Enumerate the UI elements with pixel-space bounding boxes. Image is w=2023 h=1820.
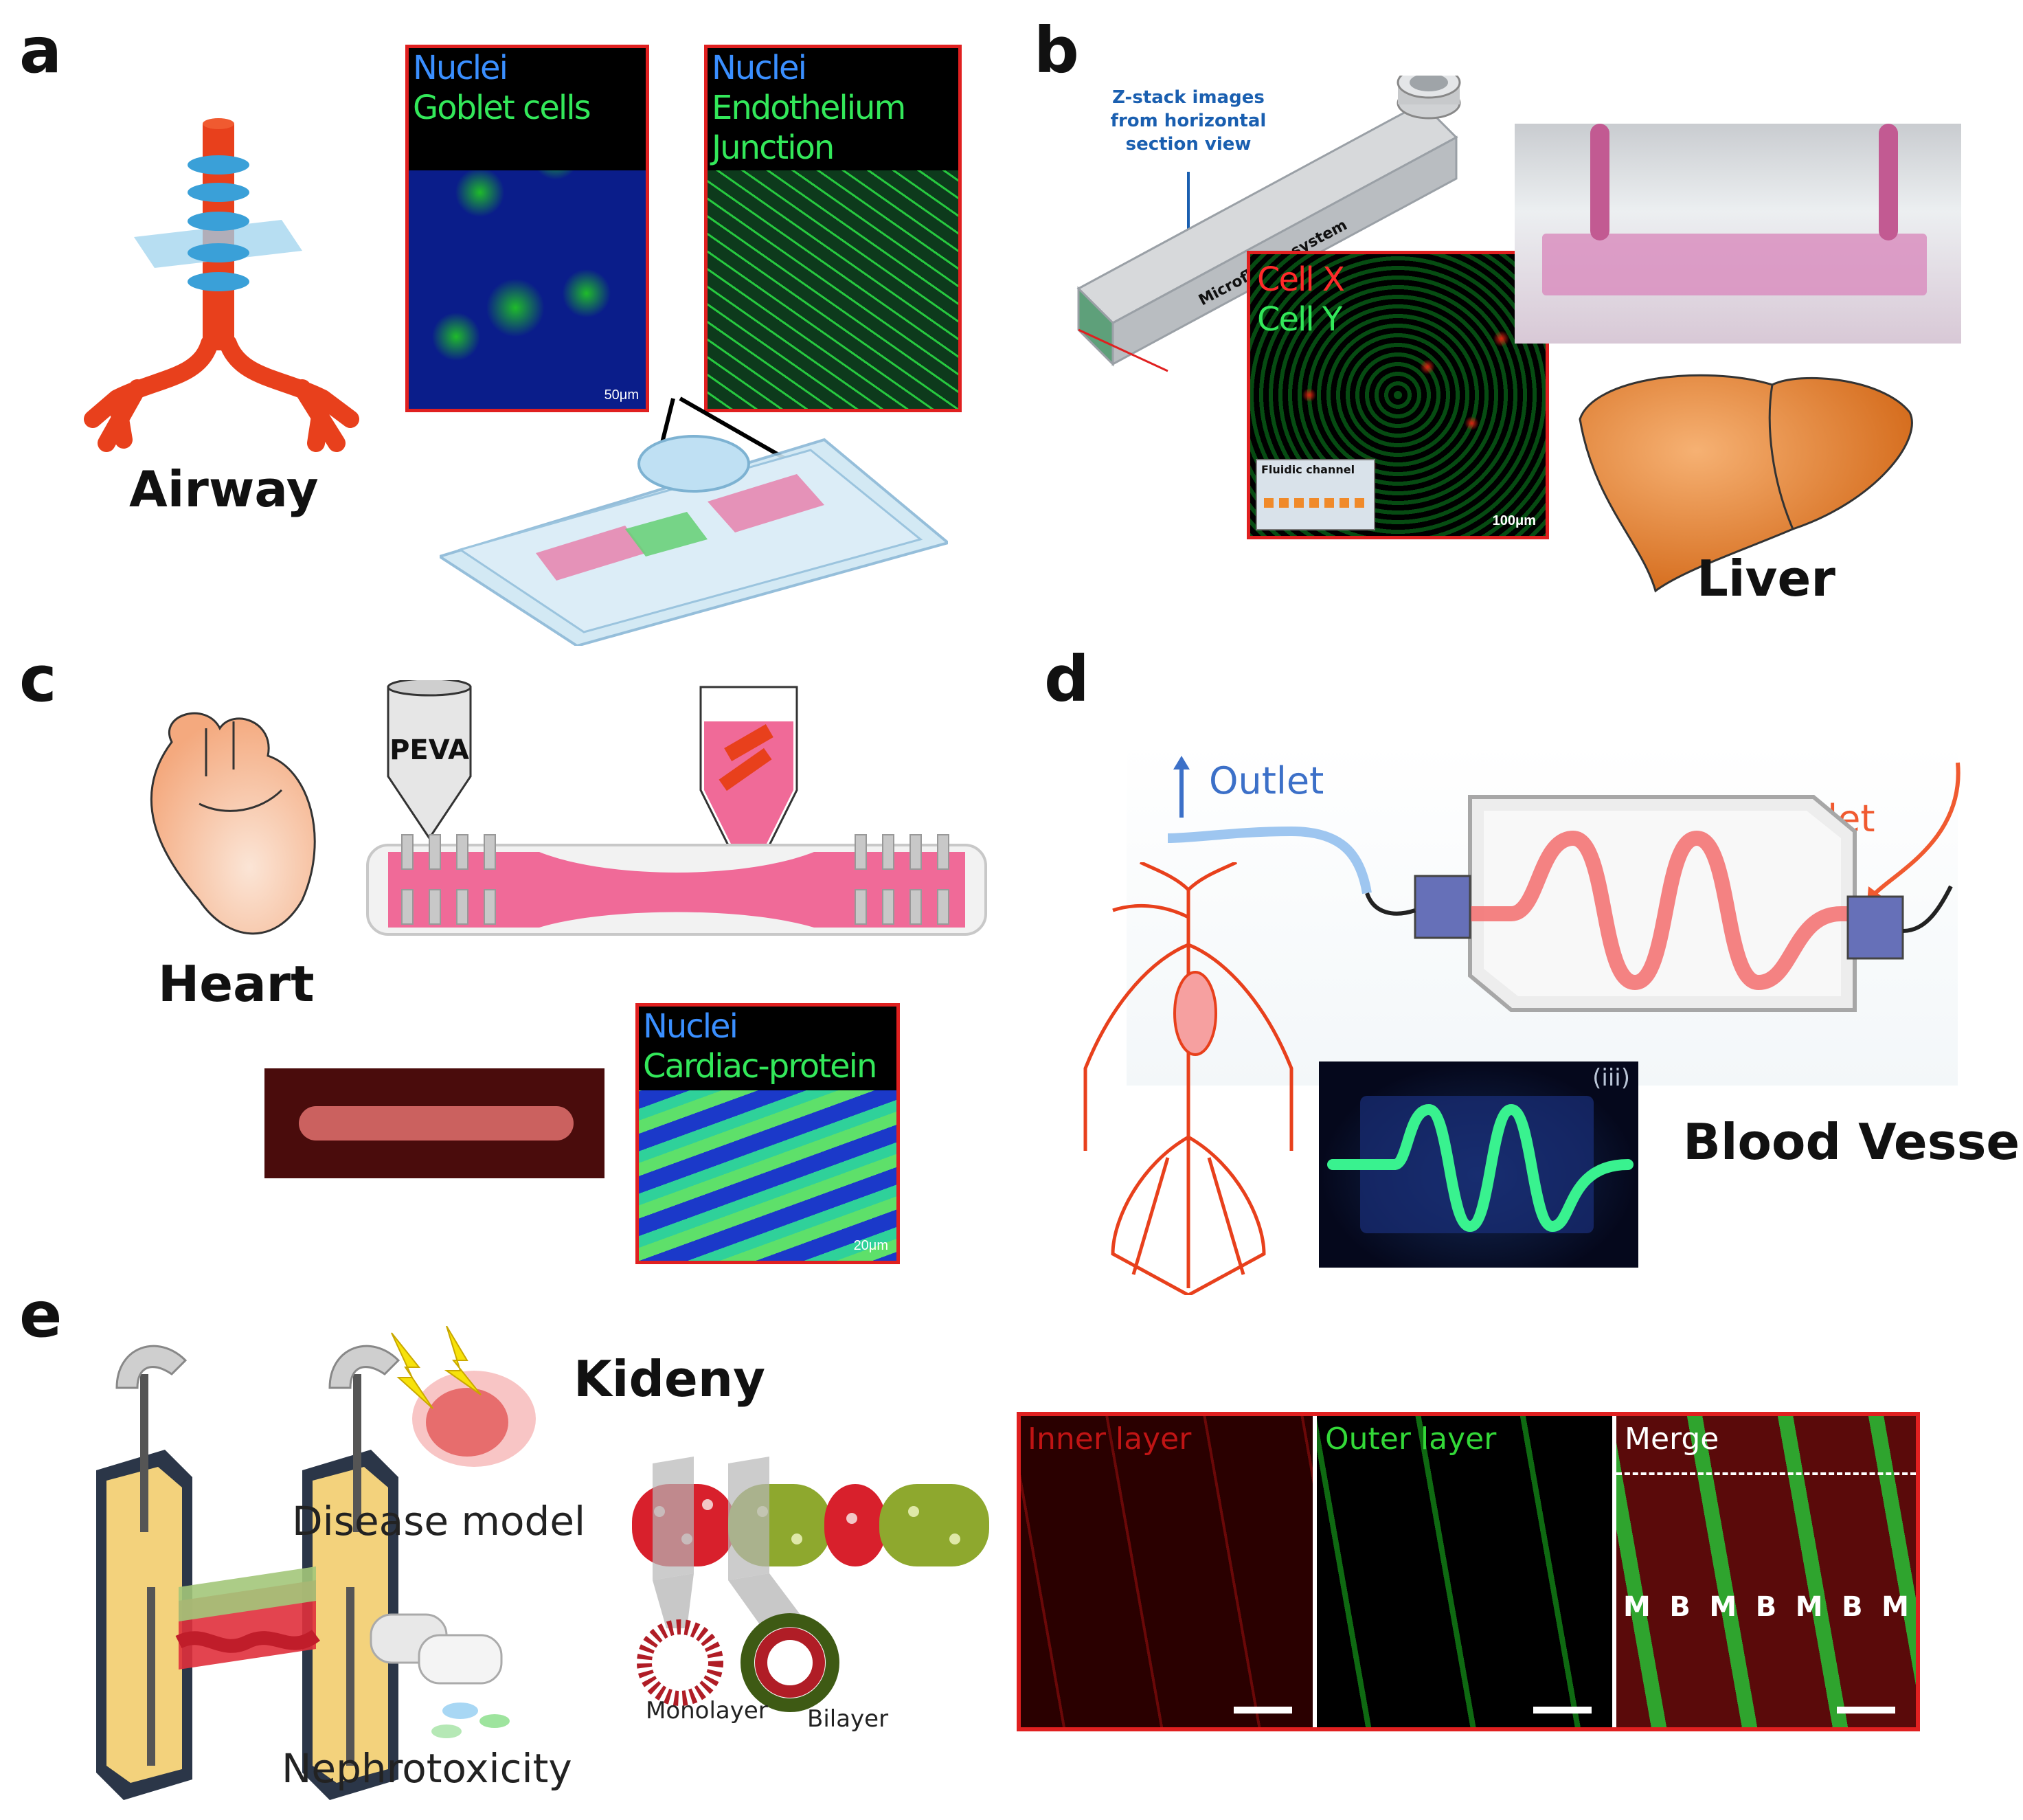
mb-label: M [1881, 1591, 1909, 1623]
mb-label: M [1709, 1591, 1737, 1623]
micrograph-goblet: Nuclei Goblet cells 50μm [405, 45, 649, 412]
heart-chip-drawing: PEVA [366, 680, 987, 936]
label-disease-model: Disease model [292, 1498, 586, 1544]
organ-label-blood-vessel: Blood Vessel [1683, 1113, 2023, 1171]
label-nephrotoxicity: Nephrotoxicity [282, 1745, 572, 1792]
outlet-label: Outlet [1209, 759, 1324, 802]
scale-bar-b: 100μm [1492, 513, 1536, 528]
airway-chip-device [440, 396, 948, 646]
micrograph-merge: Merge M B M B M B M [1616, 1416, 1916, 1727]
micro-c-line1: Nuclei [643, 1007, 738, 1046]
liver-illustration [1579, 374, 1913, 593]
mb-label: M [1623, 1591, 1651, 1623]
micrograph-inner-layer: Inner layer [1021, 1416, 1313, 1727]
panel-letter-a: a [19, 14, 63, 87]
panel-letter-b: b [1034, 14, 1079, 87]
panel-letter-e: e [19, 1278, 63, 1351]
vessel-chip-drawing [1167, 756, 1960, 1012]
liver-chip-photo [1515, 124, 1961, 344]
micro-a1-line1: Nuclei [413, 49, 508, 87]
panel-letter-d: d [1044, 642, 1089, 716]
micro-c-line2: Cardiac-protein [643, 1047, 877, 1086]
inset-fluidic-channel: Fluidic channel [1256, 459, 1375, 530]
panel-letter-c: c [19, 642, 57, 716]
micro-a2-line3: Junction [712, 128, 835, 167]
syringe-label-peva: PEVA [389, 734, 469, 766]
scale-bar-a1: 50μm [604, 387, 639, 403]
dashed-line [1616, 1472, 1916, 1475]
label-inner-layer: Inner layer [1028, 1422, 1192, 1457]
organ-label-kidney: Kideny [574, 1350, 766, 1408]
label-bilayer: Bilayer [807, 1705, 889, 1733]
micro-b-line2: Cell Y [1257, 300, 1342, 339]
heart-illustration [150, 712, 316, 935]
micrograph-outer-layer: Outer layer [1317, 1416, 1612, 1727]
organ-label-liver: Liver [1697, 550, 1835, 607]
vessel-chip-photo: (iii) [1319, 1061, 1638, 1268]
mb-labels: M B M B M B M [1616, 1591, 1916, 1623]
organ-label-airway: Airway [129, 460, 319, 518]
micrograph-cardiac: Nuclei Cardiac-protein 20μm [635, 1003, 900, 1264]
kidney-chip-drawing [96, 1326, 536, 1800]
mb-label: B [1755, 1591, 1777, 1623]
scale-bar-merge [1837, 1707, 1895, 1714]
label-outer-layer: Outer layer [1325, 1422, 1497, 1457]
label-merge: Merge [1625, 1422, 1719, 1457]
tubule-illustration [632, 1457, 989, 1712]
photo-tag-iii: (iii) [1592, 1064, 1630, 1092]
micro-a2-line1: Nuclei [712, 49, 807, 87]
layer-micrograph-strip: Inner layer Outer layer Merge M B M B M … [1017, 1412, 1920, 1731]
organ-label-heart: Heart [158, 955, 315, 1013]
airway-illustration [84, 118, 359, 452]
micro-a1-line2: Goblet cells [413, 89, 591, 127]
zstack-caption: Z-stack images from horizontal section v… [1110, 87, 1267, 155]
mb-label: M [1795, 1591, 1823, 1623]
scale-bar-inner [1234, 1707, 1292, 1714]
mb-label: B [1669, 1591, 1691, 1623]
vascular-tree-illustration [1083, 862, 1293, 1295]
glowing-channel [1327, 1096, 1634, 1233]
label-monolayer: Monolayer [646, 1697, 768, 1724]
micro-b-line1: Cell X [1257, 260, 1345, 299]
scale-bar-outer [1533, 1707, 1592, 1714]
micrograph-cells-xy: Cell X Cell Y Fluidic channel 100μm [1247, 251, 1549, 539]
micro-a2-line2: Endothelium [712, 89, 906, 127]
micrograph-endothelium: Nuclei Endothelium Junction [704, 45, 962, 412]
heart-chip-photo [264, 1068, 604, 1178]
mb-label: B [1842, 1591, 1863, 1623]
scale-bar-c: 20μm [853, 1238, 888, 1253]
